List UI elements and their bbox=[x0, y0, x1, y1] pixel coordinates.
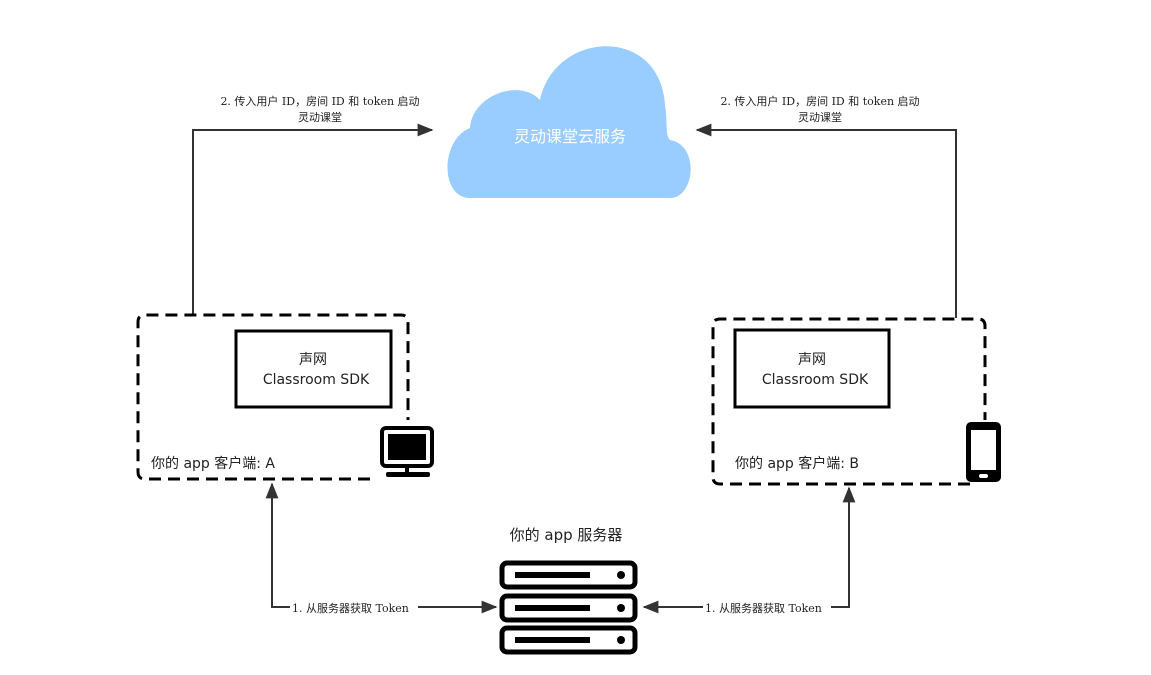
server-rack-icon bbox=[499, 560, 638, 655]
sdk-box-a[interactable] bbox=[234, 329, 393, 409]
edge-client-b-server: 1. 从服务器获取 Token bbox=[642, 486, 856, 615]
mobile-phone-icon bbox=[966, 422, 1001, 482]
cloud-label: 灵动课堂云服务 bbox=[514, 127, 626, 146]
client-a-group[interactable]: 声网 Classroom SDK 你的 app 客户端: A bbox=[136, 313, 434, 481]
edge-label-b-line2: 灵动课堂 bbox=[798, 111, 842, 124]
desktop-monitor-icon bbox=[380, 426, 434, 477]
edge-label-b-line1: 2. 传入用户 ID，房间 ID 和 token 启动 bbox=[720, 94, 919, 108]
cloud-service-node[interactable]: 灵动课堂云服务 bbox=[447, 46, 691, 198]
client-b-label: 你的 app 客户端: B bbox=[735, 455, 859, 472]
sdk-b-line2: Classroom SDK bbox=[762, 372, 869, 388]
sdk-box-b[interactable] bbox=[733, 328, 891, 409]
sdk-a-line2: Classroom SDK bbox=[263, 372, 370, 388]
server-node[interactable]: 你的 app 服务器 bbox=[499, 526, 638, 655]
sdk-a-line1: 声网 bbox=[299, 352, 327, 368]
sdk-b-line1: 声网 bbox=[798, 352, 826, 368]
cloud-icon bbox=[447, 46, 691, 198]
client-a-label: 你的 app 客户端: A bbox=[151, 455, 275, 472]
client-b-group[interactable]: 声网 Classroom SDK 你的 app 客户端: B bbox=[711, 317, 1001, 486]
edge-label-b-server: 1. 从服务器获取 Token bbox=[705, 602, 822, 615]
edge-label-a-line1: 2. 传入用户 ID，房间 ID 和 token 启动 bbox=[220, 94, 419, 108]
server-label: 你的 app 服务器 bbox=[510, 526, 623, 544]
edge-client-a-to-cloud: 2. 传入用户 ID，房间 ID 和 token 启动 灵动课堂 bbox=[192, 94, 434, 316]
edge-client-a-server: 1. 从服务器获取 Token bbox=[265, 482, 498, 615]
edge-client-b-to-cloud: 2. 传入用户 ID，房间 ID 和 token 启动 灵动课堂 bbox=[695, 94, 957, 318]
edge-label-a-line2: 灵动课堂 bbox=[298, 111, 342, 124]
edge-label-a-server: 1. 从服务器获取 Token bbox=[292, 602, 409, 615]
